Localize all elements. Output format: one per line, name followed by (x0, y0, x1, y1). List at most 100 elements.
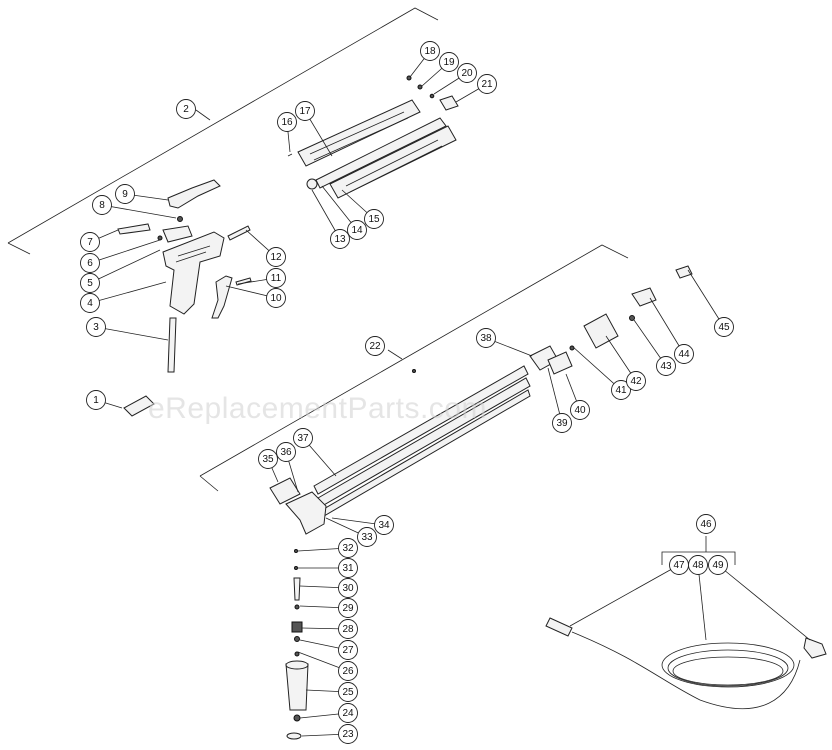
callout-33: 33 (357, 527, 377, 547)
callout-number: 40 (574, 405, 586, 416)
callout-39: 39 (552, 413, 572, 433)
callout-number: 16 (281, 117, 293, 128)
hose-fitting-right-part (803, 637, 827, 659)
callout-25: 25 (338, 682, 358, 702)
callout-number: 44 (678, 349, 690, 360)
callout-number: 24 (342, 708, 354, 719)
trigger-part (211, 275, 233, 319)
callout-number: 4 (87, 298, 93, 309)
callout-circle (476, 328, 496, 348)
inlet-tube-part (167, 317, 177, 373)
lance-manifold-part (285, 491, 327, 535)
callout-17: 17 (295, 101, 315, 121)
callout-circle (258, 449, 278, 469)
callout-11: 11 (266, 268, 286, 288)
cylinder-part (285, 663, 309, 711)
callout-number: 29 (342, 603, 354, 614)
hose-fitting-left-part (545, 617, 573, 637)
callout-circle (295, 101, 315, 121)
seat-part (291, 621, 303, 633)
washer-part (429, 93, 435, 99)
callout-6: 6 (80, 253, 100, 273)
callout-36: 36 (276, 442, 296, 462)
callout-labels: 1234567891011121314151617181920212223242… (80, 41, 734, 744)
callout-number: 45 (718, 322, 730, 333)
callout-circle (266, 288, 286, 308)
callout-number: 48 (692, 560, 704, 571)
callout-circle (714, 317, 734, 337)
callout-24: 24 (338, 703, 358, 723)
callout-circle (176, 99, 196, 119)
lance-clamp-part (269, 477, 301, 505)
safety-catch-part (117, 223, 151, 235)
callout-10: 10 (266, 288, 286, 308)
callout-number: 8 (99, 200, 105, 211)
callout-48: 48 (688, 555, 708, 575)
hose-parts (545, 617, 827, 710)
leader-line-41 (571, 345, 622, 391)
callout-circle (338, 661, 358, 681)
holder-o-ring-part (569, 345, 575, 351)
callout-21: 21 (477, 74, 497, 94)
callout-16: 16 (277, 112, 297, 132)
callout-number: 39 (556, 418, 568, 429)
callout-35: 35 (258, 449, 278, 469)
callout-circle (457, 63, 477, 83)
callout-42: 42 (626, 371, 646, 391)
callout-19: 19 (439, 52, 459, 72)
callout-number: 19 (443, 57, 455, 68)
gun-handle-part (162, 231, 225, 315)
callout-number: 18 (424, 46, 436, 57)
callout-37: 37 (293, 428, 313, 448)
callout-1: 1 (86, 390, 106, 410)
callout-29: 29 (338, 598, 358, 618)
callout-23: 23 (338, 724, 358, 744)
callout-circle (420, 41, 440, 61)
callout-number: 49 (712, 560, 724, 571)
leader-line-44 (649, 297, 685, 355)
callout-30: 30 (338, 578, 358, 598)
callout-circle (266, 268, 286, 288)
callout-circle (330, 229, 350, 249)
callout-number: 37 (297, 433, 309, 444)
group-bracket-hose (661, 536, 736, 565)
callout-number: 13 (334, 234, 346, 245)
plug-part (675, 265, 693, 279)
callout-15: 15 (364, 209, 384, 229)
callout-41: 41 (611, 380, 631, 400)
callout-circle (80, 293, 100, 313)
callout-number: 9 (122, 189, 128, 200)
callout-number: 36 (280, 447, 292, 458)
callout-number: 25 (342, 687, 354, 698)
callout-circle (365, 336, 385, 356)
hose-part (571, 631, 801, 710)
callout-number: 14 (351, 225, 363, 236)
callout-number: 47 (673, 560, 685, 571)
callout-number: 35 (262, 454, 274, 465)
callout-circle (708, 555, 728, 575)
leader-line-49 (717, 564, 811, 641)
callout-number: 21 (481, 79, 493, 90)
callout-8: 8 (92, 195, 112, 215)
trigger-lever-part (167, 179, 221, 209)
group-bracket-gun (7, 7, 439, 255)
retaining-clip-part (177, 216, 183, 222)
callout-circle (439, 52, 459, 72)
callout-circle (338, 598, 358, 618)
callout-number: 26 (342, 666, 354, 677)
callout-circle (338, 538, 358, 558)
callout-circle (80, 273, 100, 293)
callout-number: 31 (342, 563, 354, 574)
leader-line-6 (89, 239, 161, 264)
callout-34: 34 (374, 515, 394, 535)
callout-number: 15 (368, 214, 380, 225)
callout-number: 32 (342, 543, 354, 554)
callout-circle (688, 555, 708, 575)
nozzle-holder-part (547, 351, 573, 375)
callout-circle (338, 578, 358, 598)
callout-number: 41 (615, 385, 627, 396)
leader-line-47 (569, 564, 680, 627)
grip-lower-part (329, 125, 457, 199)
leader-line-45 (687, 269, 725, 328)
callout-circle (92, 195, 112, 215)
